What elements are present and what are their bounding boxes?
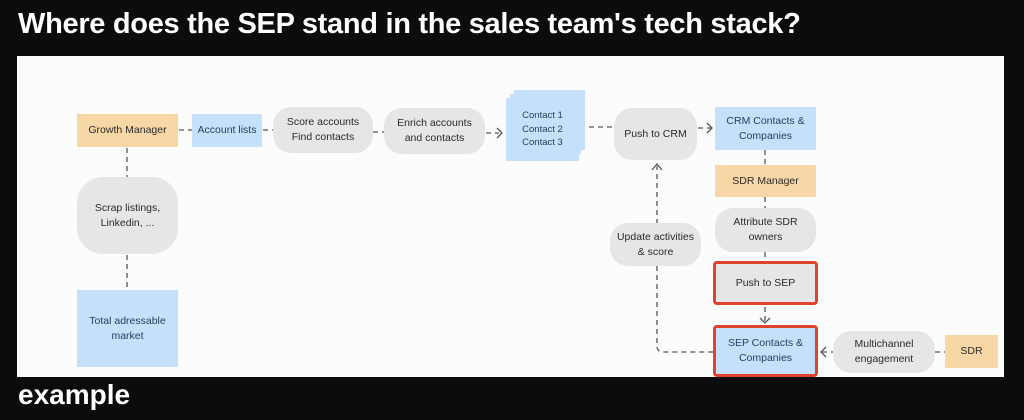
account-lists-node: Account lists bbox=[192, 114, 262, 147]
growth-manager-node: Growth Manager bbox=[77, 114, 178, 147]
node-line: Total adressable bbox=[89, 314, 166, 327]
node-line: SEP Contacts & bbox=[727, 337, 804, 349]
node-line: Attribute SDR bbox=[733, 216, 798, 228]
update-activities-node: Update activities & score bbox=[610, 223, 701, 266]
node-line: CRM Contacts & bbox=[726, 114, 805, 127]
diagram-panel: Growth Manager Account lists Score accou… bbox=[17, 56, 1004, 377]
node-line: Update activities bbox=[616, 230, 695, 243]
score-accounts-node: Score accounts Find contacts bbox=[273, 107, 373, 153]
attribute-sdr-node: Attribute SDR owners bbox=[715, 208, 816, 252]
node-line: Companies bbox=[738, 129, 793, 142]
push-to-crm-node: Push to CRM bbox=[614, 108, 697, 160]
crm-contacts-node: CRM Contacts & Companies bbox=[715, 107, 816, 150]
connector-lines bbox=[126, 122, 945, 358]
footer-label: example bbox=[18, 379, 131, 410]
node-line: Find contacts bbox=[291, 131, 355, 143]
sdr-manager-node: SDR Manager bbox=[715, 165, 816, 197]
node-line: owners bbox=[748, 231, 783, 243]
sdr-node: SDR bbox=[945, 335, 998, 368]
node-line: and contacts bbox=[404, 132, 465, 144]
node-line: Enrich accounts bbox=[397, 117, 472, 129]
page-title: Where does the SEP stand in the sales te… bbox=[18, 8, 801, 40]
sep-contacts-node: SEP Contacts & Companies bbox=[713, 325, 818, 377]
node-line: Score accounts bbox=[286, 116, 360, 128]
node-line: engagement bbox=[854, 353, 914, 365]
node-line: market bbox=[111, 329, 144, 342]
node-line: & score bbox=[637, 245, 674, 258]
contact-item: Contact 2 bbox=[522, 123, 563, 135]
node-line: Companies bbox=[738, 352, 793, 364]
push-to-sep-node: Push to SEP bbox=[713, 261, 818, 305]
node-line: Linkedin, ... bbox=[100, 216, 155, 229]
total-addressable-market-node: Total adressable market bbox=[77, 290, 178, 367]
node-line: Multichannel bbox=[854, 338, 914, 350]
contacts-node: Contact 1 Contact 2 Contact 3 bbox=[506, 98, 579, 161]
node-line: Scrap listings, bbox=[94, 201, 161, 214]
contact-item: Contact 1 bbox=[522, 110, 563, 122]
scrap-listings-node: Scrap listings, Linkedin, ... bbox=[77, 177, 178, 254]
multichannel-node: Multichannel engagement bbox=[833, 331, 935, 373]
contact-item: Contact 3 bbox=[522, 137, 563, 149]
enrich-node: Enrich accounts and contacts bbox=[384, 108, 485, 154]
